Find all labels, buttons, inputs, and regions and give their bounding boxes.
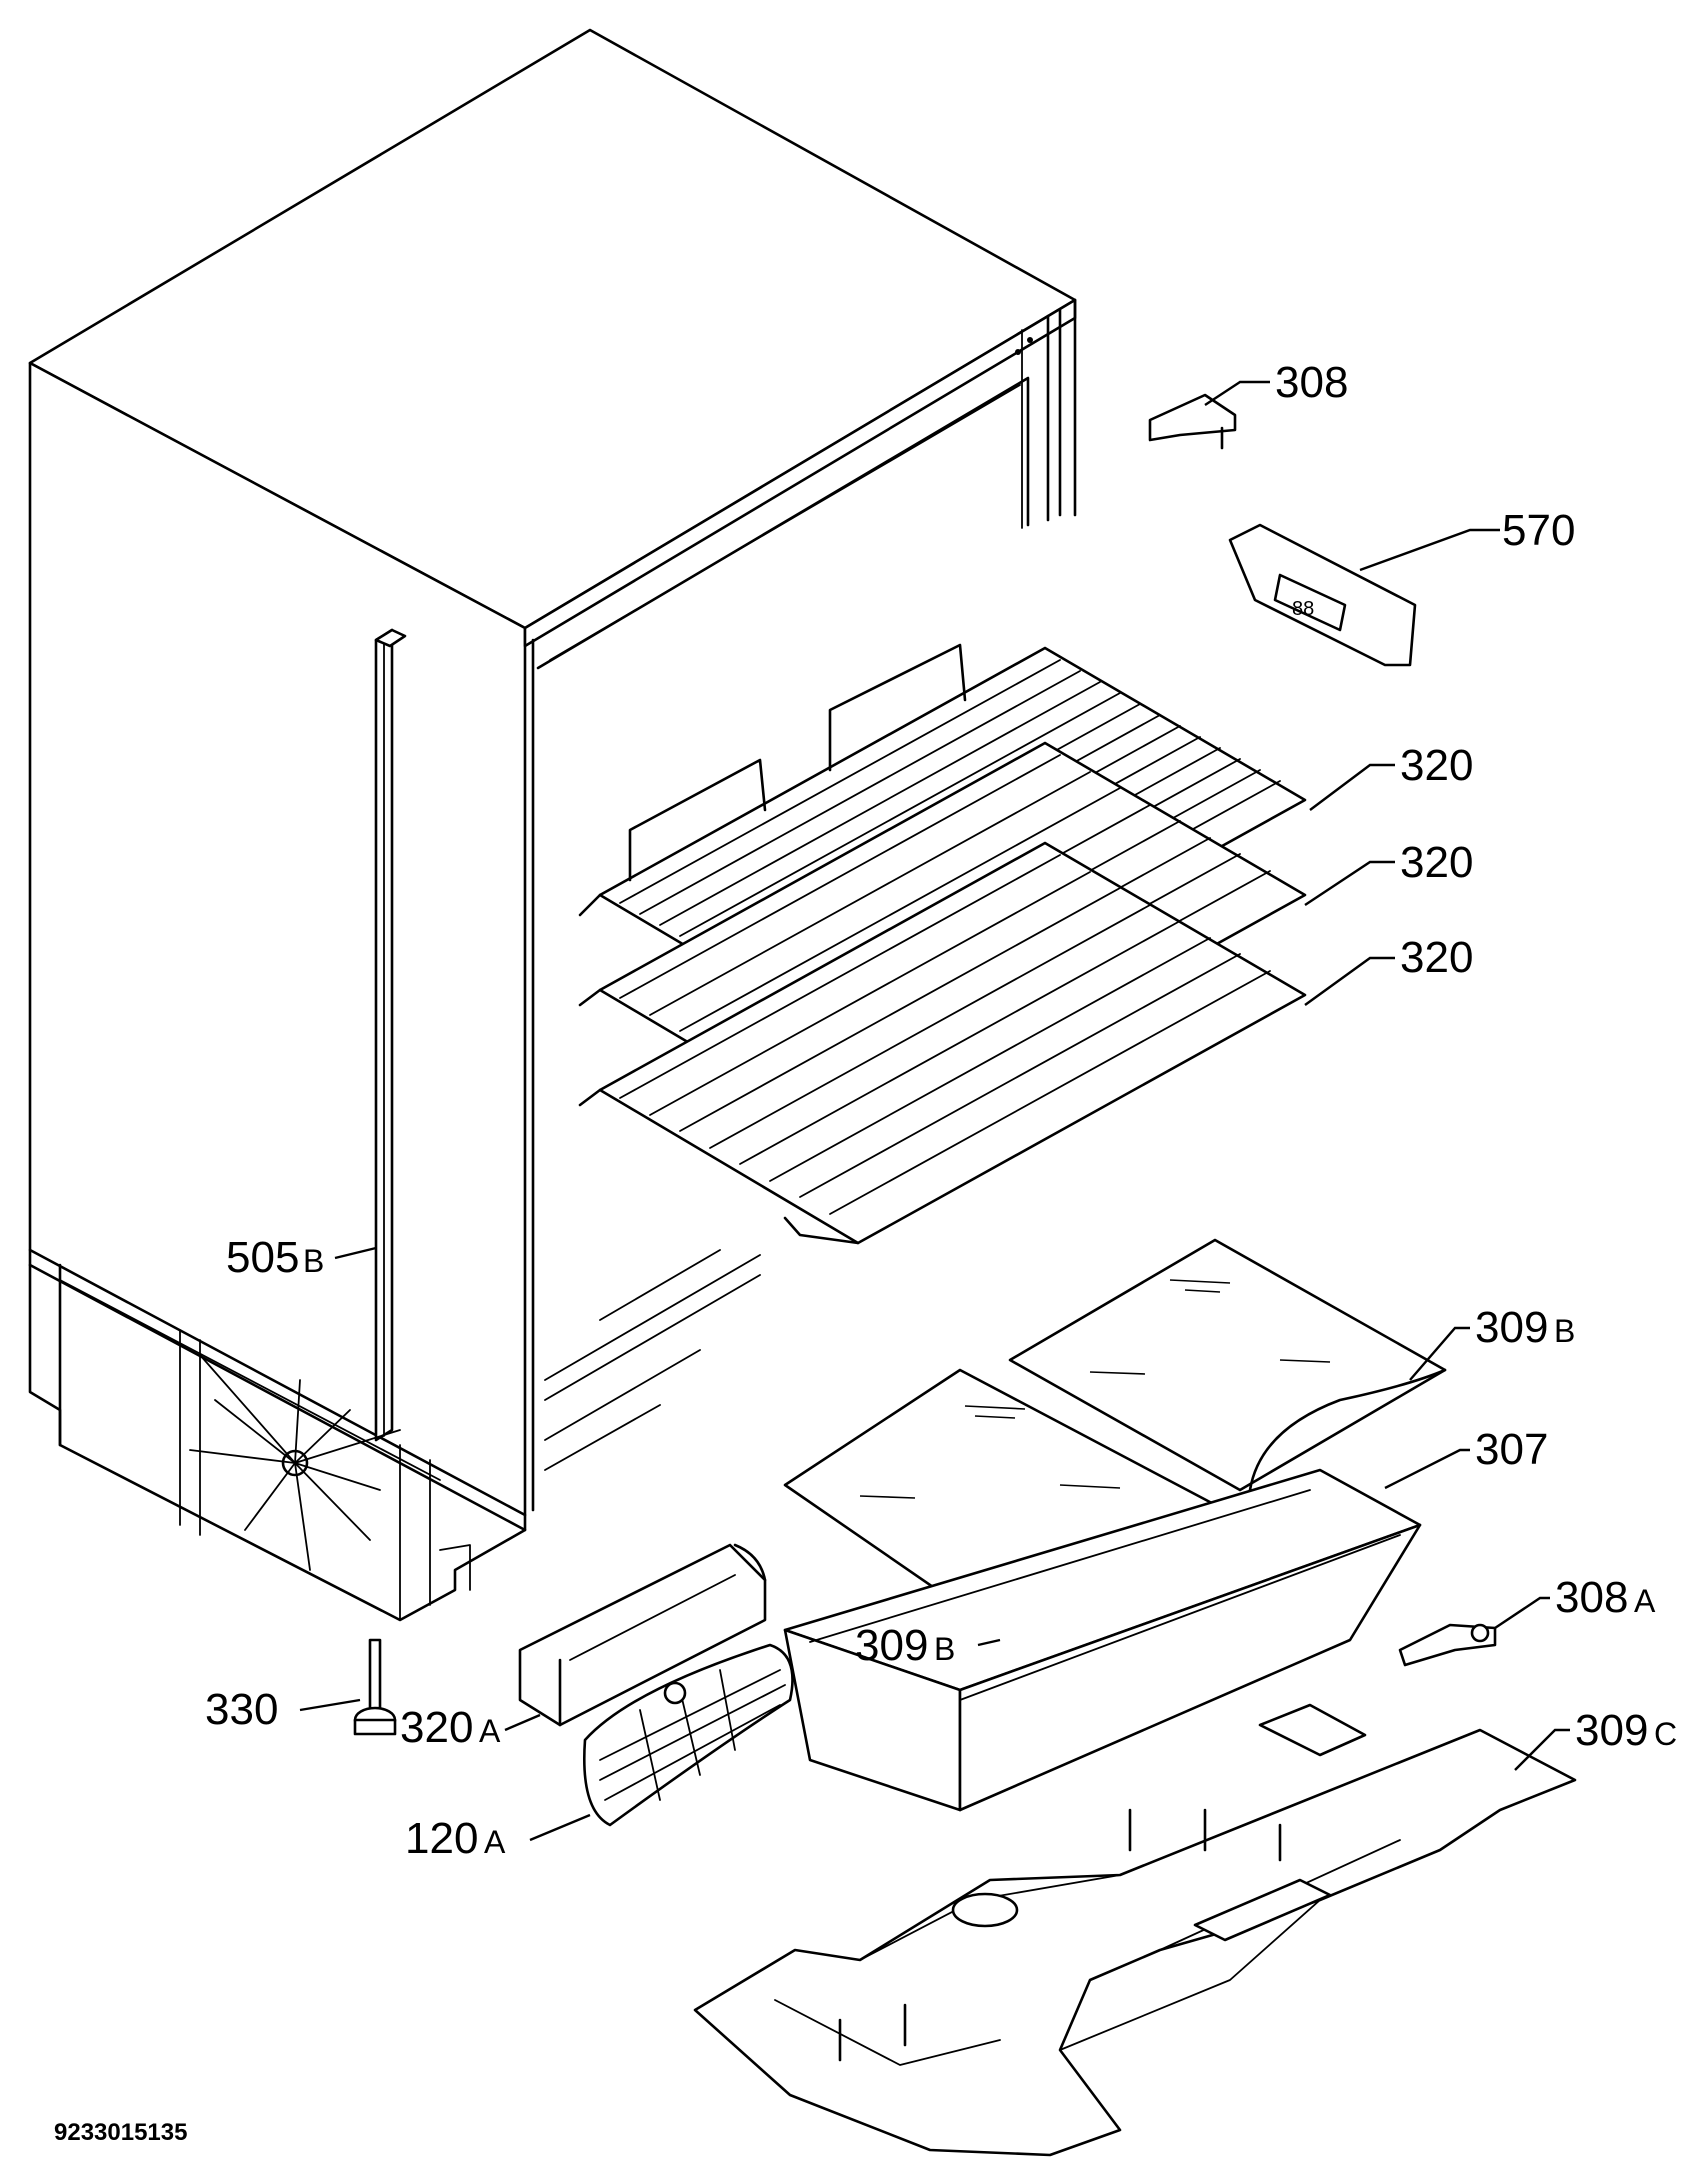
callout-number: 308 (1555, 1573, 1628, 1622)
crisper-drawer-307 (783, 1468, 1422, 1812)
cabinet-body (28, 28, 1077, 1622)
fan-cover-320A (518, 1543, 767, 1727)
callout-309C: 309 C (1575, 1706, 1677, 1755)
callout-320-middle: 320 (1400, 838, 1473, 887)
callout-309B-mid: 309 B (855, 1621, 955, 1670)
callout-number: 308 (1275, 358, 1348, 407)
document-number: 9233015135 (54, 2119, 187, 2146)
callout-suffix: A (1634, 1583, 1656, 1619)
callout-320-upper: 320 (1400, 741, 1473, 790)
callout-308: 308 (1275, 358, 1348, 407)
bottom-tray-309C (693, 1703, 1577, 2157)
wire-shelf-bottom (578, 841, 1307, 1245)
filter-grille-120A (583, 1643, 794, 1827)
callout-number: 320 (400, 1703, 473, 1752)
callout-309B-top: 309 B (1475, 1303, 1575, 1352)
callout-number: 320 (1400, 933, 1473, 982)
callout-320-lower: 320 (1400, 933, 1473, 982)
display-panel-570: 88 (1228, 523, 1417, 667)
callout-suffix: B (1554, 1313, 1575, 1349)
callout-120A: 120 A (405, 1814, 506, 1863)
clip-308A (1398, 1623, 1497, 1667)
callout-number: 309 (1475, 1303, 1548, 1352)
callout-308A: 308 A (1555, 1573, 1656, 1622)
callout-suffix: A (479, 1713, 501, 1749)
callout-suffix: B (303, 1243, 324, 1279)
svg-text:88: 88 (1292, 598, 1314, 620)
callout-number: 120 (405, 1814, 478, 1863)
callout-number: 309 (855, 1621, 928, 1670)
crisper-cover-309B-top (1008, 1238, 1447, 1492)
callout-number: 320 (1400, 838, 1473, 887)
callout-suffix: B (934, 1631, 955, 1667)
callout-number: 570 (1502, 506, 1575, 555)
callout-number: 309 (1575, 1706, 1648, 1755)
callout-suffix: A (484, 1824, 506, 1860)
callout-number: 320 (1400, 741, 1473, 790)
callout-505B: 505 B (226, 1233, 324, 1282)
callout-330: 330 (205, 1685, 278, 1734)
callout-number: 330 (205, 1685, 278, 1734)
callout-number: 505 (226, 1233, 299, 1282)
callout-number: 307 (1475, 1425, 1548, 1474)
callout-suffix: C (1654, 1716, 1677, 1752)
callout-570: 570 (1502, 506, 1575, 555)
callout-307: 307 (1475, 1425, 1548, 1474)
leader-lines (299, 380, 1570, 1842)
callout-320A: 320 A (400, 1703, 501, 1752)
leveling-foot-330 (353, 1638, 397, 1736)
clip-308 (1148, 393, 1237, 450)
